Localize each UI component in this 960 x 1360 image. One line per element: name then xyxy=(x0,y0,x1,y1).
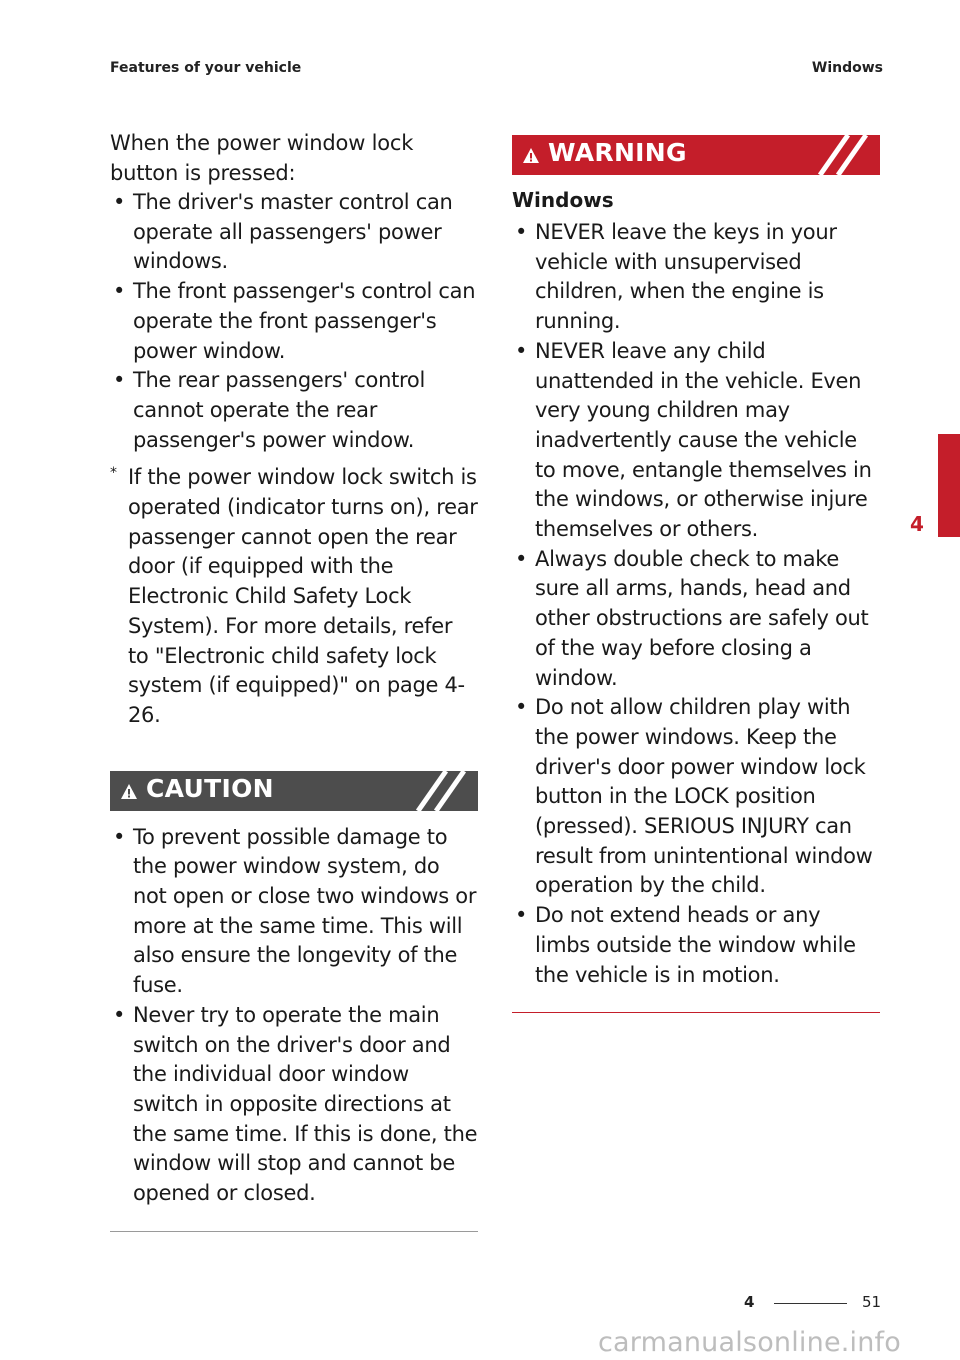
running-header-topic: Windows xyxy=(811,60,883,76)
footer-divider xyxy=(774,1303,847,1304)
watermark: carmanualsonline.info xyxy=(598,1327,901,1358)
list-item: •Always double check to make sure all ar… xyxy=(515,546,869,690)
bullet-icon: • xyxy=(113,368,126,393)
list-item: •To prevent possible damage to the power… xyxy=(113,824,477,998)
caution-list: •To prevent possible damage to the power… xyxy=(110,823,478,1209)
caution-banner: CAUTION xyxy=(110,770,478,811)
footnote: * If the power window lock switch is ope… xyxy=(110,463,478,730)
chapter-side-number: 4 xyxy=(910,512,924,536)
bullet-icon: • xyxy=(515,338,528,363)
bullet-icon: • xyxy=(515,903,528,928)
footer-chapter: 4 xyxy=(744,1293,755,1311)
diagonal-stripes-icon xyxy=(814,135,874,175)
caution-label: CAUTION xyxy=(146,773,274,803)
list-item: •Do not allow children play with the pow… xyxy=(515,695,873,898)
warning-banner: WARNING xyxy=(512,135,880,175)
chapter-side-tab xyxy=(938,434,960,537)
list-item: •The driver's master control can operate… xyxy=(113,190,453,274)
list-item: •The rear passengers' control cannot ope… xyxy=(113,368,425,452)
list-item: •NEVER leave any child unattended in the… xyxy=(515,338,872,542)
warning-list: •NEVER leave the keys in your vehicle wi… xyxy=(512,218,880,990)
bullet-icon: • xyxy=(113,1002,126,1027)
warning-triangle-icon xyxy=(522,147,540,168)
running-header-section: Features of your vehicle xyxy=(110,60,302,76)
caution-end-rule xyxy=(110,1230,478,1232)
list-item: •Never try to operate the main switch on… xyxy=(113,1002,478,1206)
bullet-icon: • xyxy=(515,220,528,244)
intro-paragraph: When the power window lock button is pre… xyxy=(110,131,414,185)
bullet-icon: • xyxy=(113,824,126,849)
lock-effects-list: •The driver's master control can operate… xyxy=(110,188,478,455)
list-item: •Do not extend heads or any limbs outsid… xyxy=(515,903,856,987)
list-item: •NEVER leave the keys in your vehicle wi… xyxy=(515,220,837,334)
bullet-icon: • xyxy=(515,695,528,720)
left-column: When the power window lock button is pre… xyxy=(110,128,478,1232)
footer-page-number: 51 xyxy=(862,1293,882,1311)
warning-subhead: Windows xyxy=(512,188,614,212)
warning-triangle-icon xyxy=(120,783,138,804)
bullet-icon: • xyxy=(113,279,126,304)
bullet-icon: • xyxy=(113,190,126,214)
footnote-text: If the power window lock switch is opera… xyxy=(128,465,478,727)
right-column: WARNING Windows •NEVER leave the keys in… xyxy=(512,135,880,1014)
footnote-mark: * xyxy=(110,465,117,482)
warning-end-rule xyxy=(512,1012,880,1014)
bullet-icon: • xyxy=(515,546,528,571)
diagonal-stripes-icon xyxy=(412,770,472,811)
list-item: •The front passenger's control can opera… xyxy=(113,279,476,363)
warning-label: WARNING xyxy=(548,138,687,167)
